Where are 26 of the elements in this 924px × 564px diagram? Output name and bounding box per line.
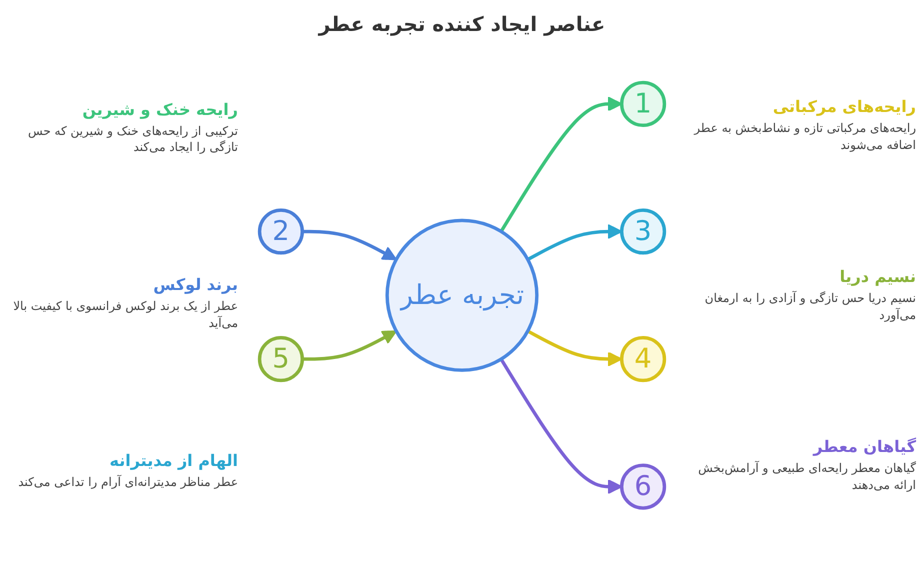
- item-heading: برند لوکس: [152, 275, 238, 294]
- item-heading: الهام از مدیترانه: [108, 450, 238, 470]
- node-circle: 5: [258, 336, 304, 382]
- arrow: [302, 230, 397, 260]
- arrow: [500, 96, 622, 232]
- arrow: [500, 358, 622, 494]
- node-circle: 6: [620, 463, 666, 510]
- item-description: ترکیبی از رایحه‌های خنک و شیرین که حس تازگی را ایجاد می‌کند: [27, 122, 238, 156]
- node-circle: 1: [620, 80, 666, 127]
- arrow: [302, 330, 397, 360]
- node-circle: 2: [258, 208, 304, 254]
- item-description: گیاهان معطر رایحه‌ای طبیعی و آرامش‌بخش ارائه می‌دهند: [697, 460, 916, 494]
- arrow: [526, 329, 622, 366]
- item-heading: گیاهان معطر: [812, 436, 916, 456]
- arrow: [526, 224, 622, 261]
- item-description: عطر از یک برند لوکس فرانسوی با کیفیت بالا می‌آید: [12, 298, 238, 332]
- item-heading: رایحه‌های مرکباتی: [772, 96, 916, 116]
- node-circle: 4: [620, 336, 666, 382]
- item-description: عطر مناظر مدیترانه‌ای آرام را تداعی می‌کند: [17, 474, 238, 490]
- item-description: نسیم دریا حس تازگی و آزادی را به ارمغان می‌آورد: [704, 290, 916, 324]
- item-description: رایحه‌های مرکباتی تازه و نشاط‌بخش به عطر اضافه می‌شوند: [692, 120, 916, 154]
- diagram-title: عناصر ایجاد کننده تجربه عطر: [316, 12, 606, 36]
- item-heading: رایحه خنک و شیرین: [81, 100, 238, 118]
- node-circle: 3: [620, 208, 666, 254]
- item-heading: نسیم دریا: [838, 266, 916, 286]
- node-circle: تجربه عطر: [385, 218, 539, 372]
